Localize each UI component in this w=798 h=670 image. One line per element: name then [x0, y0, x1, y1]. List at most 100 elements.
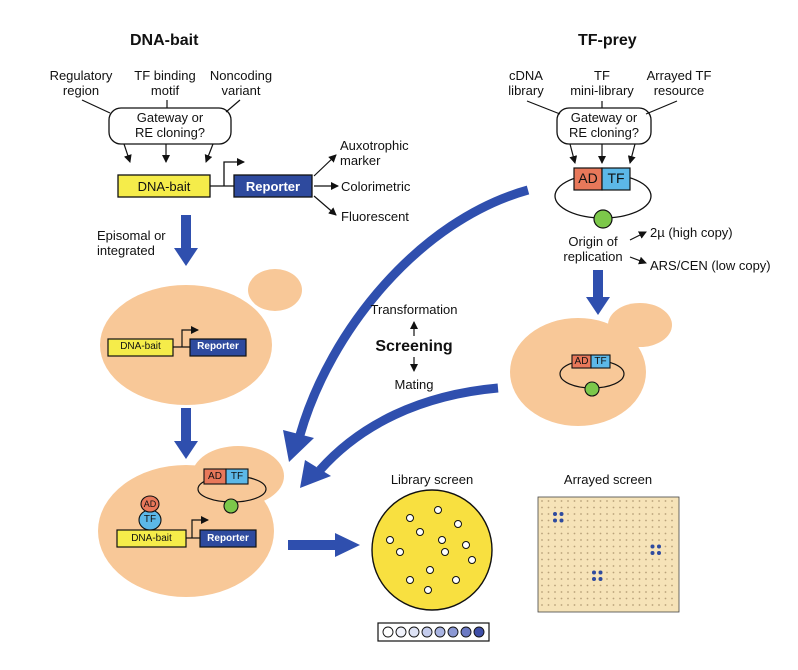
- grid-dot: [567, 545, 569, 548]
- grid-dot: [560, 578, 563, 580]
- grid-dot: [671, 526, 673, 528]
- grid-dot: [541, 545, 543, 548]
- grid-dot: [567, 526, 569, 528]
- connector: [569, 143, 578, 164]
- flow-arrow-down-2: [174, 408, 198, 459]
- grid-dot: [560, 545, 563, 548]
- grid-dot: [580, 545, 582, 548]
- grid-dot: [541, 597, 543, 600]
- grid-dot: [612, 565, 615, 567]
- grid-dot: [664, 513, 667, 515]
- grid-dot: [586, 545, 589, 548]
- grid-dot: [658, 591, 660, 593]
- grid-dot: [593, 500, 595, 502]
- prey-tf-label: TF: [607, 170, 625, 186]
- grid-dot: [567, 506, 569, 509]
- grid-dot: [632, 597, 634, 600]
- grid-dot: [619, 500, 621, 502]
- grid-dot: [586, 604, 589, 606]
- grid-dot: [593, 558, 595, 561]
- grid-dot: [658, 539, 660, 541]
- combined-reporter-label: Reporter: [207, 533, 249, 544]
- grid-dot: [658, 604, 660, 606]
- grid-dot: [645, 558, 647, 561]
- grid-dot: [567, 532, 569, 535]
- grid-dot: [671, 584, 673, 587]
- grid-dot: [664, 500, 667, 502]
- reporter-box: [233, 174, 313, 198]
- grid-dot: [612, 558, 615, 561]
- grid-dot: [632, 604, 634, 606]
- grid-hit: [650, 551, 655, 555]
- grid-dot: [625, 565, 628, 567]
- grid-dot: [625, 571, 628, 574]
- grid-dot: [606, 571, 608, 574]
- grid-dot: [638, 584, 641, 587]
- connector: [526, 100, 561, 115]
- grid-dot: [586, 532, 589, 535]
- grid-dot: [658, 506, 660, 509]
- readout-wells: [382, 626, 485, 638]
- grid-dot: [632, 513, 634, 515]
- grid-dot: [651, 519, 654, 522]
- grid-dot: [638, 604, 641, 606]
- grid-dot: [547, 597, 550, 600]
- grid-dot: [619, 558, 621, 561]
- promoter-arrow: [223, 158, 245, 186]
- colony: [452, 576, 460, 584]
- grid-dot: [606, 558, 608, 561]
- grid-dot: [619, 519, 621, 522]
- grid-dot: [599, 513, 602, 515]
- grid-dot: [560, 591, 563, 593]
- grid-dot: [586, 558, 589, 561]
- grid-dot: [612, 513, 615, 515]
- grid-dot: [625, 519, 628, 522]
- grid-dot: [599, 500, 602, 502]
- grid-dot: [619, 552, 621, 554]
- grid-dot: [599, 597, 602, 600]
- grid-dot: [632, 584, 634, 587]
- grid-dot: [606, 597, 608, 600]
- grid-dot: [612, 545, 615, 548]
- grid-dot: [599, 506, 602, 509]
- grid-hit: [657, 544, 661, 549]
- grid-dot: [586, 578, 589, 580]
- grid-dot: [638, 571, 641, 574]
- grid-dot: [625, 513, 628, 515]
- grid-dot: [612, 526, 615, 528]
- grid-dot: [619, 545, 621, 548]
- grid-dot: [599, 558, 602, 561]
- grid-dot: [554, 539, 556, 541]
- combined-reporter-box: [199, 529, 257, 548]
- grid-dot: [664, 584, 667, 587]
- grid-dot: [645, 591, 647, 593]
- grid-dot: [664, 545, 667, 548]
- grid-dot: [664, 519, 667, 522]
- grid-dot: [560, 552, 563, 554]
- grid-dot: [554, 578, 556, 580]
- grid-dot: [664, 597, 667, 600]
- grid-dot: [606, 513, 608, 515]
- grid-dot: [573, 552, 576, 554]
- grid-dot: [599, 565, 602, 567]
- grid-dot: [619, 578, 621, 580]
- connector: [204, 143, 214, 163]
- grid-dot: [612, 584, 615, 587]
- colony: [462, 541, 470, 549]
- grid-dot: [599, 591, 602, 593]
- grid-dot: [671, 604, 673, 606]
- colony: [454, 520, 462, 528]
- readout-well: [473, 626, 485, 638]
- grid-dot: [612, 552, 615, 554]
- grid-dot: [554, 591, 556, 593]
- grid-dot: [632, 571, 634, 574]
- grid-dot: [632, 591, 634, 593]
- grid-dot: [586, 565, 589, 567]
- grid-dot: [554, 571, 556, 574]
- library-plate: [371, 489, 493, 611]
- colony: [396, 548, 404, 556]
- grid-dot: [619, 584, 621, 587]
- grid-hit: [598, 570, 603, 575]
- grid-dot: [547, 552, 550, 554]
- grid-dot: [671, 552, 673, 554]
